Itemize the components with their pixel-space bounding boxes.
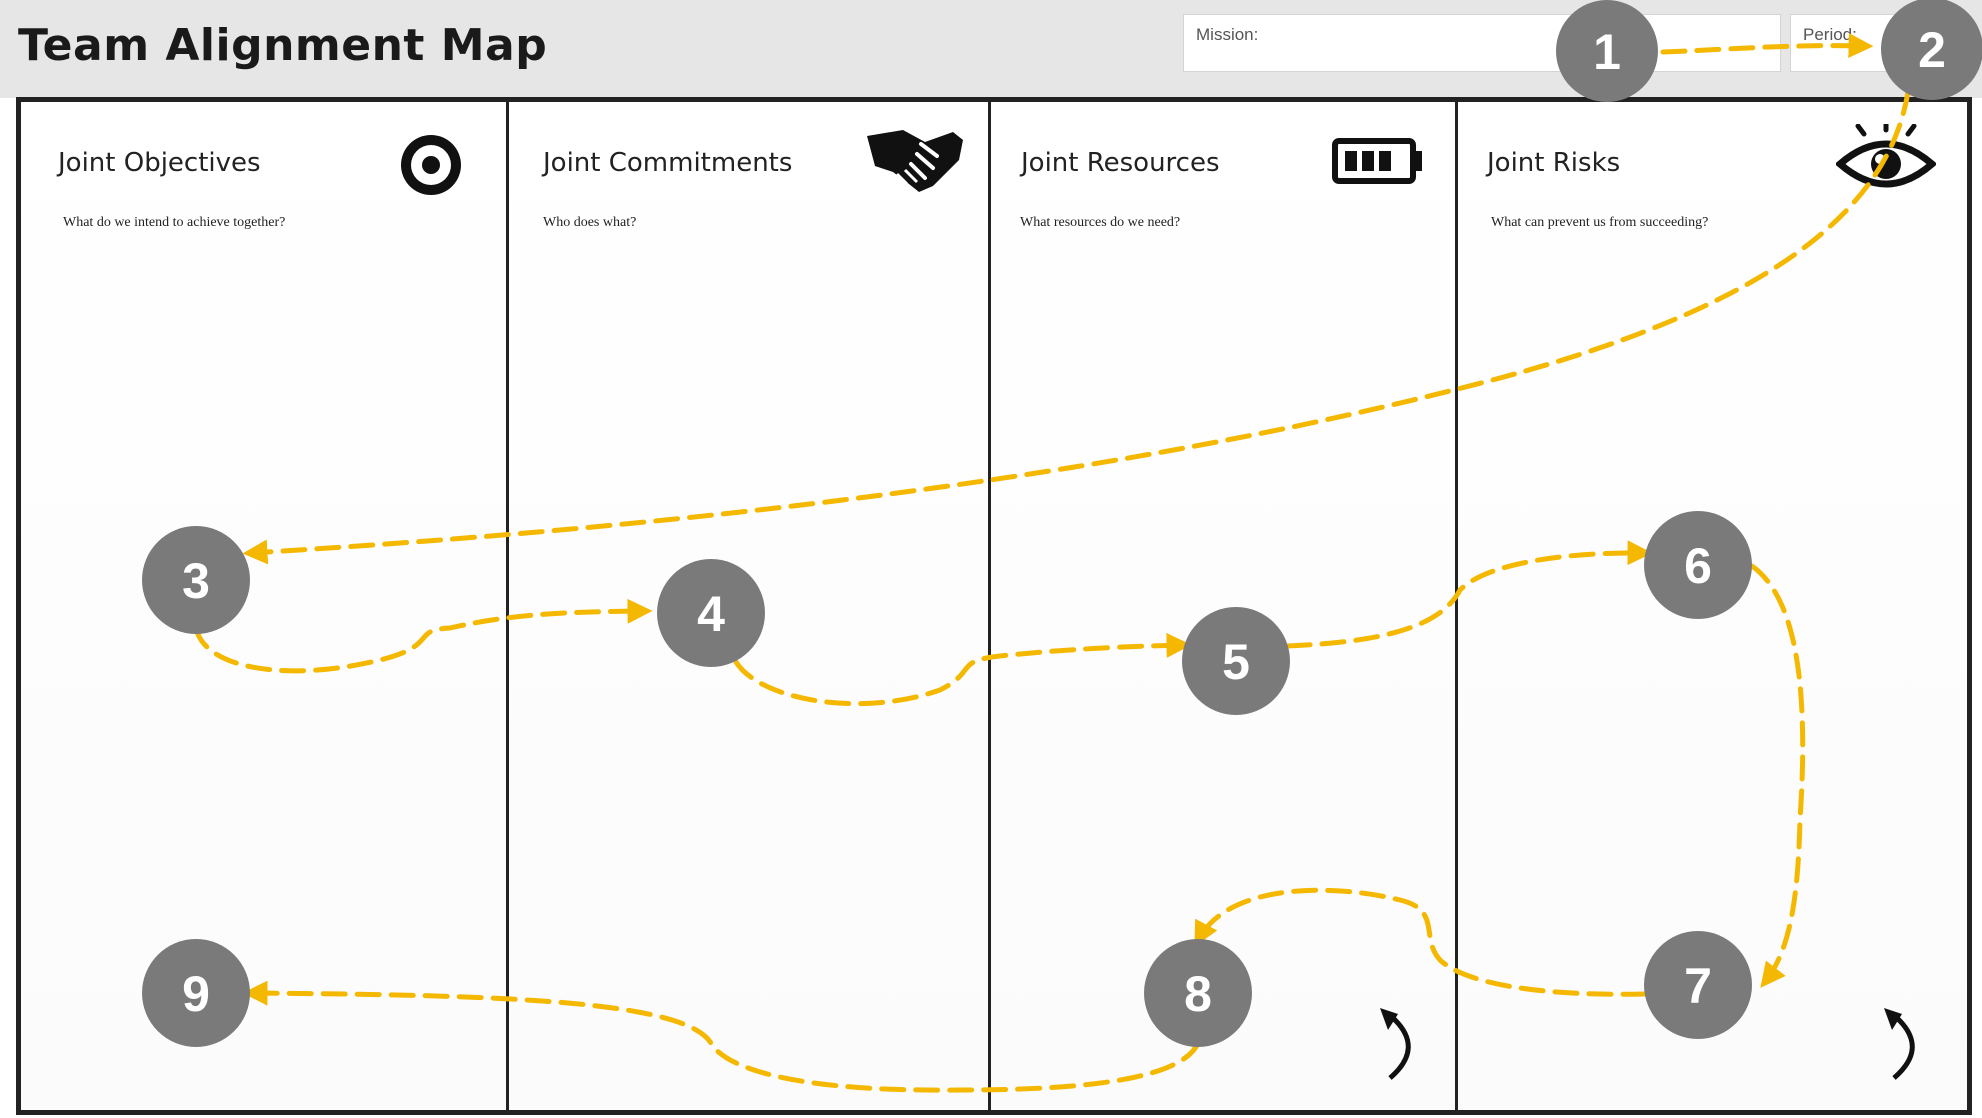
step-2-label: 2 bbox=[1918, 22, 1946, 78]
refresh-icon-risks bbox=[1884, 1008, 1915, 1080]
path-5-to-6 bbox=[1285, 540, 1653, 649]
canvas-board: Joint Objectives What do we intend to ac… bbox=[16, 97, 1972, 1115]
step-2-marker: 2 bbox=[1881, 0, 1982, 100]
column-question: What do we intend to achieve together? bbox=[63, 215, 286, 230]
step-5-label: 5 bbox=[1222, 634, 1250, 690]
mission-field[interactable]: Mission: bbox=[1183, 14, 1781, 72]
column-title: Joint Objectives bbox=[58, 148, 261, 178]
path-2-to-3 bbox=[242, 89, 1911, 565]
step-9-label: 9 bbox=[182, 966, 210, 1022]
refresh-icon-resources bbox=[1380, 1008, 1411, 1080]
step-7-marker: 7 bbox=[1644, 931, 1752, 1039]
path-1-to-2 bbox=[1660, 33, 1874, 59]
step-8-label: 8 bbox=[1184, 966, 1212, 1022]
column-joint-resources[interactable]: Joint Resources What resources do we nee… bbox=[988, 102, 1455, 1110]
step-3-marker: 3 bbox=[142, 526, 250, 634]
period-label: Period: bbox=[1803, 25, 1857, 44]
handshake-icon bbox=[867, 130, 963, 192]
path-4-to-5 bbox=[733, 632, 1192, 707]
target-icon bbox=[401, 135, 461, 195]
column-joint-risks[interactable]: Joint Risks What can prevent us from suc… bbox=[1455, 102, 1967, 1110]
step-6-label: 6 bbox=[1684, 538, 1712, 594]
path-6-to-7 bbox=[1749, 563, 1806, 988]
step-8-marker: 8 bbox=[1144, 939, 1252, 1047]
step-7-label: 7 bbox=[1684, 958, 1712, 1014]
step-5-marker: 5 bbox=[1182, 607, 1290, 715]
page-title: Team Alignment Map bbox=[18, 20, 548, 71]
column-question: What can prevent us from succeeding? bbox=[1491, 215, 1709, 230]
path-7-to-8 bbox=[1194, 887, 1648, 997]
column-question: What resources do we need? bbox=[1020, 215, 1181, 230]
step-markers: 1 2 3 4 5 6 7 bbox=[142, 0, 1982, 1047]
mission-label: Mission: bbox=[1196, 25, 1259, 44]
step-3-label: 3 bbox=[182, 553, 210, 609]
step-1-label: 1 bbox=[1593, 24, 1621, 80]
column-title: Joint Commitments bbox=[543, 148, 793, 178]
dashed-walkthrough-path bbox=[193, 33, 1911, 1093]
column-joint-objectives[interactable]: Joint Objectives What do we intend to ac… bbox=[21, 102, 506, 1110]
step-9-marker: 9 bbox=[142, 939, 250, 1047]
column-title: Joint Risks bbox=[1487, 148, 1621, 178]
step-4-marker: 4 bbox=[657, 559, 765, 667]
battery-icon bbox=[1332, 138, 1422, 184]
step-4-label: 4 bbox=[697, 586, 725, 642]
column-joint-commitments[interactable]: Joint Commitments Who does what? bbox=[506, 102, 988, 1110]
column-title: Joint Resources bbox=[1021, 148, 1220, 178]
step-6-marker: 6 bbox=[1644, 511, 1752, 619]
step-1-marker: 1 bbox=[1556, 0, 1658, 102]
path-8-to-9 bbox=[242, 980, 1201, 1093]
path-3-to-4 bbox=[193, 598, 653, 674]
column-question: Who does what? bbox=[543, 215, 637, 230]
